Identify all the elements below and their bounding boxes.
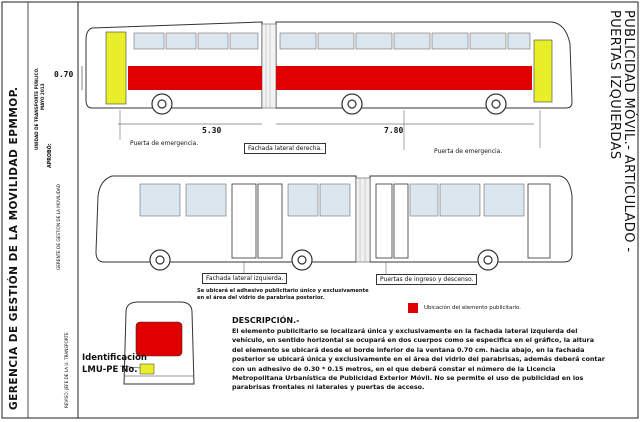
legend: Ubicación del elemento publicitario. xyxy=(408,303,521,313)
ad-band-front xyxy=(128,66,262,90)
top-bus-wheels xyxy=(151,93,507,115)
label-emergency-door: Puerta de emergencia. xyxy=(434,148,503,155)
top-bus-windows xyxy=(133,32,531,50)
label-rear-doors: Puerta de emergencia. xyxy=(130,140,199,147)
side-title-line1: PUBLICIDAD MÓVIL.- ARTICULADO - xyxy=(621,10,636,253)
label-entry-doors: Puertas de ingreso y descenso. xyxy=(376,274,478,285)
org-title: GERENCIA DE GESTIÓN DE LA MOVILIDAD EPMM… xyxy=(8,86,20,410)
rear-window-note: Se ubicará el adhesivo publicitario únic… xyxy=(197,288,369,301)
height-dimension: 0.70 xyxy=(54,70,74,79)
description-title: DESCRIPCIÓN.- xyxy=(232,316,300,325)
bottom-bus-wheels xyxy=(149,249,499,271)
identification-label: Identificación LMU-PE No. xyxy=(82,352,147,376)
identification-line2: LMU-PE No. xyxy=(82,365,138,375)
identification-line1: Identificación xyxy=(82,353,147,363)
bottom-bus-drawing xyxy=(95,175,573,278)
id-sticker xyxy=(139,363,155,375)
unit-line2: MAYO 2013 xyxy=(40,83,45,110)
rear-windshield-ad xyxy=(135,321,183,357)
bottom-bus-doors xyxy=(231,183,551,259)
side-title-line2: PUERTAS IZQUIERDAS xyxy=(607,10,622,160)
signature-line-2: REVISÓ: JEFE DE LA U. TRANSPORTE xyxy=(64,332,69,408)
rear-length-dimension: 7.80 xyxy=(384,126,404,135)
rear-door xyxy=(533,39,553,103)
signature-line-1: GERENTE DE GESTIÓN DE LA MOVILIDAD xyxy=(56,184,61,270)
front-length-dimension: 5.30 xyxy=(202,126,222,135)
label-lateral-right: Fachada lateral derecha. xyxy=(244,143,327,154)
description-body: El elemento publicitario se localizará ú… xyxy=(232,327,605,392)
legend-label: Ubicación del elemento publicitario. xyxy=(424,305,521,311)
front-door xyxy=(105,31,127,105)
label-lateral-left: Fachada lateral izquierda. xyxy=(202,273,288,284)
ad-band-rear xyxy=(276,66,532,90)
rear-view-drawing xyxy=(119,301,195,385)
approval-label: APROBÓ: xyxy=(48,143,53,168)
bottom-bus-windows xyxy=(139,183,525,217)
unit-line1: UNIDAD DE TRANSPORTE PÚBLICO. xyxy=(34,67,39,150)
top-bus-drawing xyxy=(81,21,573,150)
legend-red-swatch xyxy=(408,303,418,313)
